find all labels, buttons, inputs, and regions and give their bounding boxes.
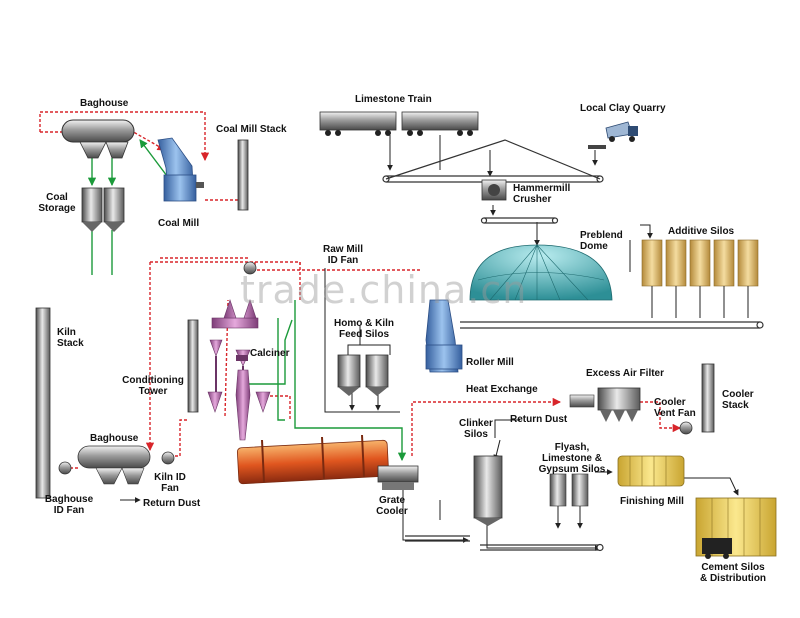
preblend-dome [469,244,613,301]
raw-mill-id-fan [243,261,257,275]
coal-storage-silos [81,187,125,232]
label-cooler-stack: Cooler Stack [722,389,754,411]
excess-air-filter [569,387,641,422]
rotary-kiln [236,434,390,485]
label-raw-mill-id-fan: Raw Mill ID Fan [322,244,363,266]
cement-silos [695,497,777,559]
baghouse-id-fan [58,461,72,475]
baghouse-top [61,119,135,159]
coal-mill-stack [237,139,249,211]
coal-mill [157,137,204,202]
label-coal-mill: Coal Mill [158,218,200,229]
cooler-vent-fan [679,421,693,435]
label-homo-kiln-feed-silos: Homo & Kiln Feed Silos [334,318,394,340]
label-hammermill-crusher: Hammermill Crusher [513,183,571,205]
label-local-clay-quarry: Local Clay Quarry [580,103,666,114]
homo-kiln-feed-silos [337,354,389,396]
label-coal-storage: Coal Storage [38,192,76,214]
label-conditioning-tower: Conditioning Tower [122,375,184,397]
flyash-limestone-gypsum-silos [549,473,589,507]
kiln-stack [35,307,51,499]
label-flyash-limestone-gypsum-silos: Flyash, Limestone & Gypsum Silos [538,442,606,475]
label-limestone-train: Limestone Train [355,94,432,105]
additive-silos [641,239,759,318]
label-return-dust-right: Return Dust [510,414,568,425]
kiln-id-fan [161,451,175,465]
conveyor-belts [382,139,764,552]
limestone-train [319,111,479,136]
roller-mill [425,299,463,373]
label-cooler-vent-fan: Cooler Vent Fan [654,397,696,419]
label-kiln-id-fan: Kiln ID Fan [154,472,186,494]
label-coal-mill-stack: Coal Mill Stack [216,124,287,135]
baghouse-bottom [77,445,151,485]
label-kiln-stack: Kiln Stack [57,327,84,349]
label-additive-silos: Additive Silos [668,226,735,237]
label-baghouse-top: Baghouse [80,98,129,109]
conditioning-tower [187,319,199,413]
hammermill-crusher [481,179,507,201]
clay-quarry-truck [588,121,638,149]
clinker-silos [473,455,503,526]
label-preblend-dome: Preblend Dome [580,230,623,252]
calciner-preheater [207,299,271,441]
air-lines [87,139,407,462]
label-calciner: Calciner [250,348,290,359]
label-return-dust-left: Return Dust [143,498,201,509]
label-cement-silos: Cement Silos & Distribution [699,562,767,584]
label-baghouse-id-fan: Baghouse ID Fan [44,494,94,516]
label-baghouse-bottom: Baghouse [90,433,139,444]
label-heat-exchange: Heat Exchange [466,384,538,395]
label-clinker-silos: Clinker Silos [459,418,493,440]
label-grate-cooler: Grate Cooler [376,495,408,517]
grate-cooler [377,465,419,490]
label-excess-air-filter: Excess Air Filter [586,368,665,379]
label-finishing-mill: Finishing Mill [620,496,684,507]
cooler-stack [701,363,715,433]
label-roller-mill: Roller Mill [466,357,514,368]
finishing-mill [617,455,685,487]
